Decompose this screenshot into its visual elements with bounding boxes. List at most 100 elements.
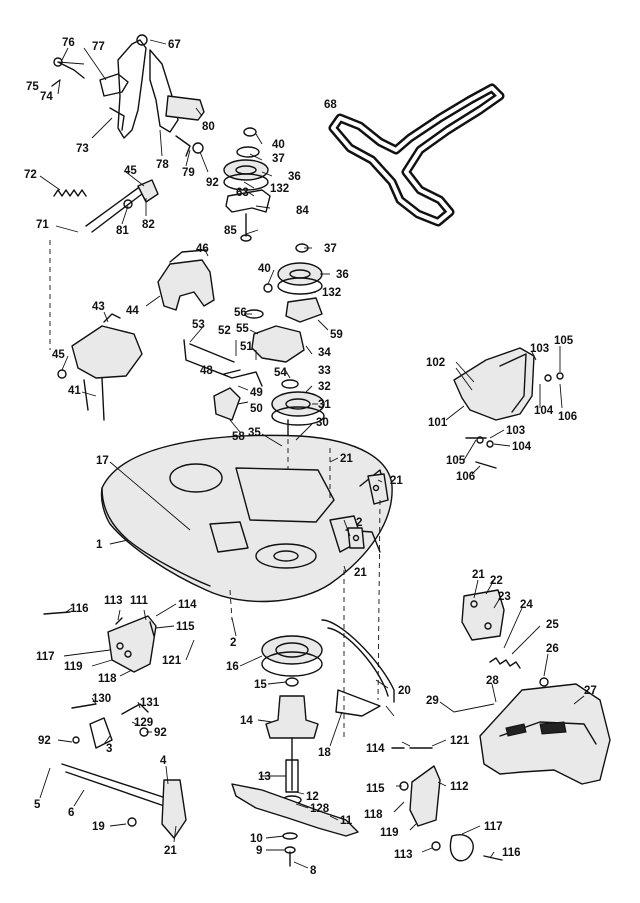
lift-spring [53, 189, 87, 197]
callout-6: 6 [68, 807, 74, 819]
callout-50: 50 [250, 403, 263, 415]
drive-belt [328, 83, 505, 227]
callout-121a: 121 [162, 655, 182, 667]
callout-40b: 40 [258, 263, 271, 275]
callout-9: 9 [256, 845, 262, 857]
callout-113a: 113 [104, 595, 123, 607]
callout-43: 43 [92, 301, 105, 313]
callout-75: 75 [26, 81, 39, 93]
callout-130: 130 [92, 693, 111, 705]
callout-115b: 115 [366, 783, 385, 795]
deflector-hinge-bracket [461, 589, 549, 687]
callout-113b: 113 [394, 849, 413, 861]
callout-115a: 115 [176, 621, 195, 633]
callout-101: 101 [428, 417, 448, 429]
callout-27: 27 [584, 685, 597, 697]
callout-118a: 118 [98, 673, 117, 685]
callout-104b: 104 [512, 441, 532, 453]
callout-5: 5 [34, 799, 41, 811]
callout-8: 8 [310, 865, 317, 877]
callout-10: 10 [250, 833, 263, 845]
callout-106b: 106 [456, 471, 475, 483]
spindle-drive-pulley [271, 379, 325, 463]
callout-35: 35 [248, 427, 261, 439]
callout-54: 54 [274, 367, 287, 379]
callout-48: 48 [200, 365, 213, 377]
callout-68: 68 [324, 99, 337, 111]
idler-pulley-lower [263, 243, 323, 323]
callout-23: 23 [498, 591, 511, 603]
callout-24: 24 [520, 599, 533, 611]
callout-36a: 36 [288, 171, 301, 183]
callout-18b: 18 [318, 747, 331, 759]
callout-67: 67 [168, 39, 181, 51]
lift-linkage-assembly [51, 34, 205, 157]
callout-78: 78 [156, 159, 169, 171]
callout-21a: 21 [340, 453, 353, 465]
callout-121b: 121 [450, 735, 470, 747]
callout-41: 41 [68, 385, 81, 397]
belt-guard [157, 249, 215, 311]
callout-114b: 114 [366, 743, 385, 755]
callout-71: 71 [36, 219, 49, 231]
callout-116a: 116 [70, 603, 89, 615]
callout-11: 11 [340, 815, 353, 827]
callout-25: 25 [546, 619, 559, 631]
idler-arm-bracket [183, 309, 305, 421]
discharge-deflector [453, 347, 564, 469]
callout-53: 53 [192, 319, 205, 331]
callout-73: 73 [76, 143, 89, 155]
callout-84: 84 [296, 205, 309, 217]
callout-49: 49 [250, 387, 263, 399]
callout-116b: 116 [502, 847, 521, 859]
callout-85: 85 [224, 225, 237, 237]
callout-129: 129 [134, 717, 153, 729]
callout-102: 102 [426, 357, 445, 369]
callout-119b: 119 [380, 827, 399, 839]
callout-30: 30 [316, 417, 329, 429]
callout-103a: 103 [530, 343, 549, 355]
leader-lines [39, 39, 585, 869]
spindle-assembly [261, 635, 323, 805]
callout-92b: 92 [154, 727, 167, 739]
callout-74: 74 [40, 91, 53, 103]
callout-76: 76 [62, 37, 75, 49]
mower-deck-housing [100, 434, 393, 603]
callout-55: 55 [236, 323, 249, 335]
callout-81: 81 [116, 225, 129, 237]
callout-131: 131 [140, 697, 160, 709]
callout-92c: 92 [38, 735, 51, 747]
anti-scalp-bracket-right [391, 747, 503, 862]
callout-105a: 105 [554, 335, 574, 347]
callout-92a: 92 [206, 177, 219, 189]
callout-13: 13 [258, 771, 271, 783]
callout-labels: 76 77 67 75 74 73 80 78 79 92 72 45 82 8… [24, 37, 597, 877]
callout-114a: 114 [178, 599, 197, 611]
callout-77: 77 [92, 41, 105, 53]
callout-111: 111 [130, 595, 149, 607]
callout-132a: 132 [270, 183, 289, 195]
callout-21d: 21 [164, 845, 177, 857]
callout-14: 14 [240, 715, 253, 727]
idler-pulley-upper [223, 127, 271, 242]
callout-12: 12 [306, 791, 319, 803]
callout-21c: 21 [354, 567, 367, 579]
callout-31: 31 [318, 399, 331, 411]
callout-105b: 105 [446, 455, 466, 467]
callout-2b: 2 [230, 637, 236, 649]
callout-21b: 21 [390, 475, 403, 487]
callout-37a: 37 [272, 153, 285, 165]
deck-hanger-bracket-left [57, 313, 143, 421]
mower-blade [231, 783, 359, 867]
callout-34: 34 [318, 347, 331, 359]
callout-37b: 37 [324, 243, 337, 255]
callout-19: 19 [92, 821, 105, 833]
callout-2: 2 [356, 517, 362, 529]
callout-80: 80 [202, 121, 215, 133]
callout-36b: 36 [336, 269, 349, 281]
callout-59: 59 [330, 329, 343, 341]
callout-21e: 21 [472, 569, 485, 581]
callout-45b: 45 [52, 349, 65, 361]
callout-72: 72 [24, 169, 37, 181]
callout-3: 3 [106, 743, 112, 755]
